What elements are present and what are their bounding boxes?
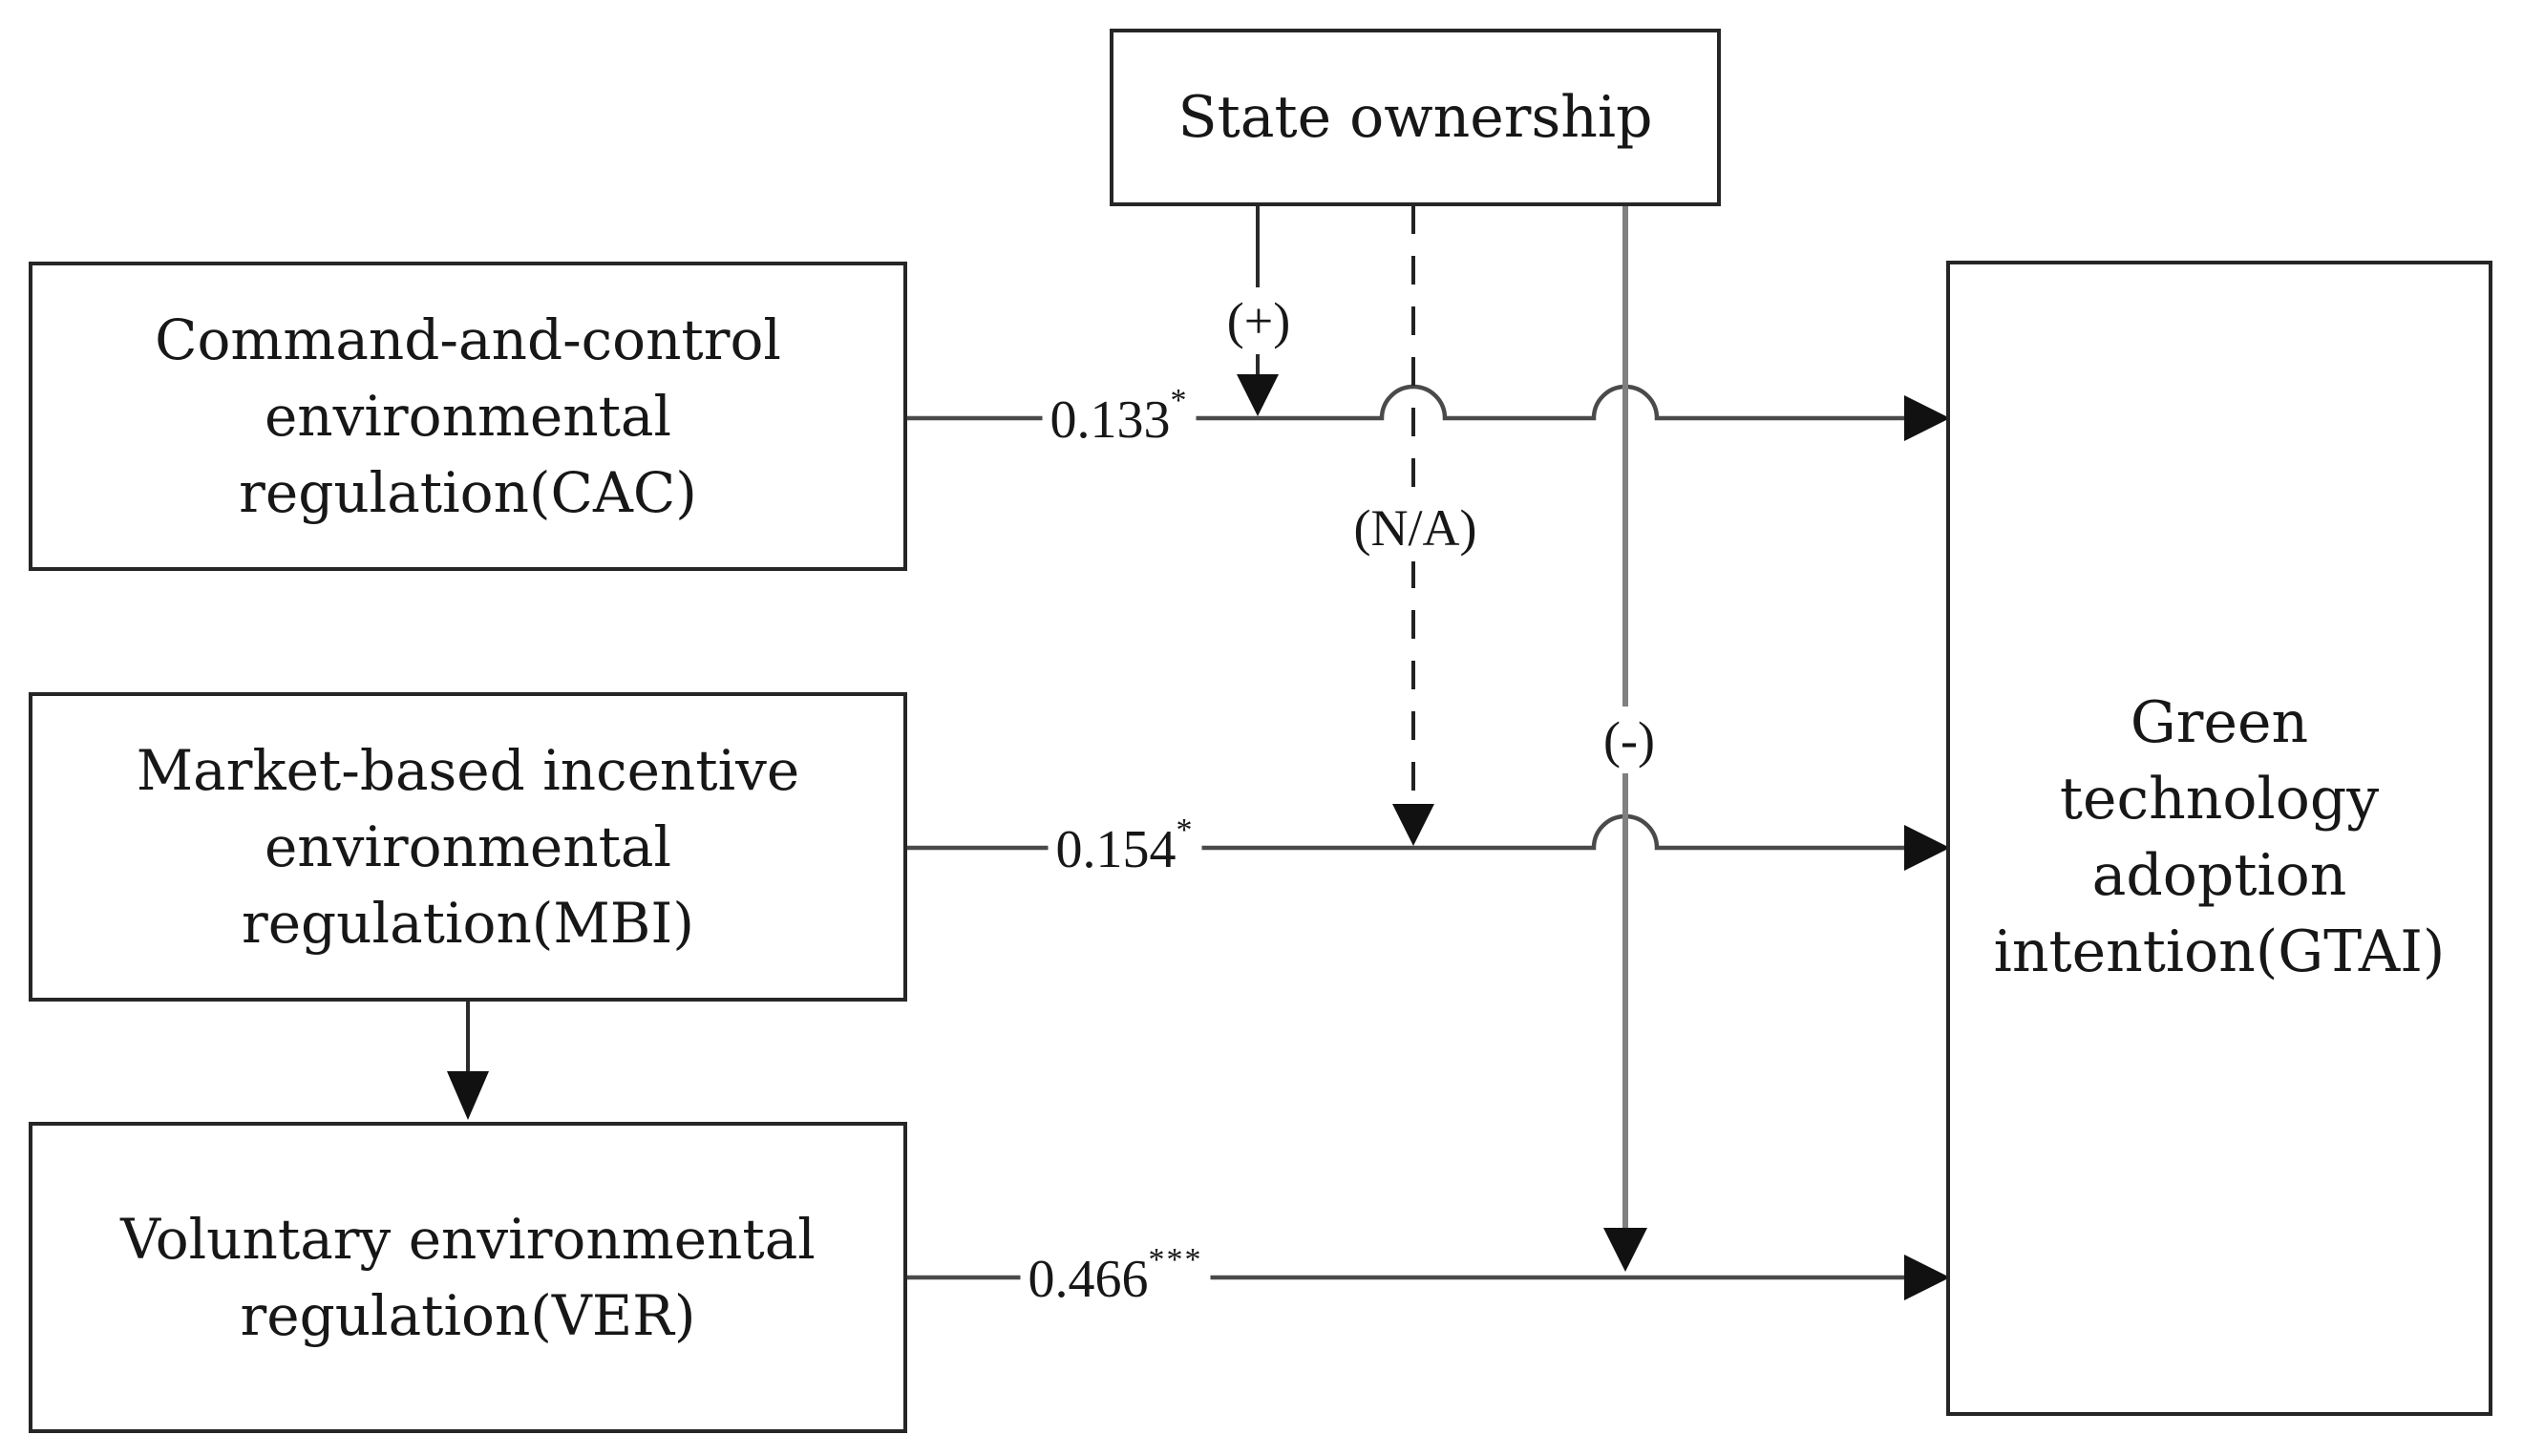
moderation-minus-arrowhead <box>1603 1228 1647 1272</box>
mbi-regulation-label: Market-based incentive environmental reg… <box>136 737 800 957</box>
mbi-to-gtai-arrowhead <box>1904 825 1950 871</box>
moderation-plus-label: (+) <box>1217 287 1301 354</box>
ver-regulation-label: Voluntary environmental regulation(VER) <box>120 1206 816 1348</box>
moderation-plus-arrowhead <box>1237 374 1279 416</box>
ver-significance-stars: *** <box>1148 1242 1203 1277</box>
moderation-na-label: (N/A) <box>1344 495 1487 561</box>
moderation-na-arrowhead <box>1392 804 1434 846</box>
moderation-minus-label: (-) <box>1594 707 1664 773</box>
mbi-significance-stars: * <box>1176 812 1195 848</box>
cac-significance-stars: * <box>1170 383 1189 418</box>
ver-regulation-box: Voluntary environmental regulation(VER) <box>29 1122 907 1433</box>
cac-regulation-label: Command-and-control environmental regula… <box>155 306 781 526</box>
state-ownership-box: State ownership <box>1110 29 1721 206</box>
cac-path-coefficient: 0.133* <box>1042 385 1197 453</box>
mbi-regulation-box: Market-based incentive environmental reg… <box>29 692 907 1002</box>
mbi-to-ver-arrowhead <box>447 1071 489 1120</box>
mbi-path-coefficient: 0.154* <box>1048 814 1202 882</box>
ver-to-gtai-arrowhead <box>1904 1255 1950 1300</box>
gtai-outcome-box: Green technology adoption intention(GTAI… <box>1946 261 2492 1416</box>
cac-to-gtai-line <box>907 384 1910 421</box>
state-ownership-label: State ownership <box>1177 83 1653 151</box>
cac-regulation-box: Command-and-control environmental regula… <box>29 262 907 571</box>
ver-path-coefficient: 0.466*** <box>1020 1244 1211 1312</box>
gtai-outcome-label: Green technology adoption intention(GTAI… <box>1993 689 2446 985</box>
cac-to-gtai-arrowhead <box>1904 395 1950 441</box>
